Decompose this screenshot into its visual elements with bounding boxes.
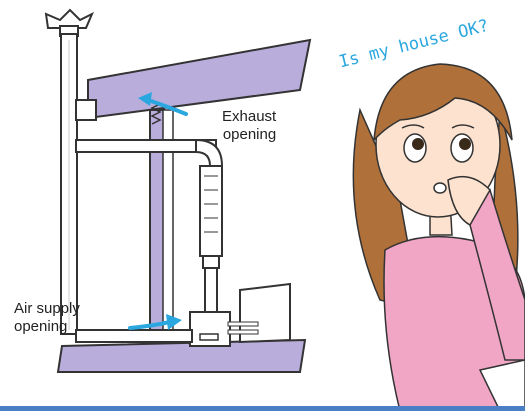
worried-woman-illustration (352, 63, 525, 411)
chimney-cap (44, 8, 94, 37)
exhaust-pipe-horizontal (75, 138, 224, 167)
air-supply-label-line1: Air supply (14, 300, 80, 317)
arrow-air-supply-icon (128, 314, 182, 330)
air-supply-pipe (75, 329, 193, 343)
floor-base (56, 338, 307, 373)
arrow-exhaust-icon (138, 92, 188, 116)
water-heater-unit (189, 282, 291, 347)
bottom-accent-strip (0, 406, 525, 411)
exhaust-outlet (75, 99, 97, 121)
exhaust-label-line2: opening (222, 126, 277, 143)
exhaust-label-line1: Exhaust (222, 108, 277, 125)
air-supply-opening-label: Air supply opening (14, 300, 80, 336)
air-supply-label-line2: opening (14, 318, 68, 335)
roof-wedge (87, 38, 312, 120)
exhaust-opening-label: Exhaust opening (222, 108, 276, 144)
vertical-flue-pipe (60, 33, 78, 335)
flexible-duct (199, 165, 223, 313)
